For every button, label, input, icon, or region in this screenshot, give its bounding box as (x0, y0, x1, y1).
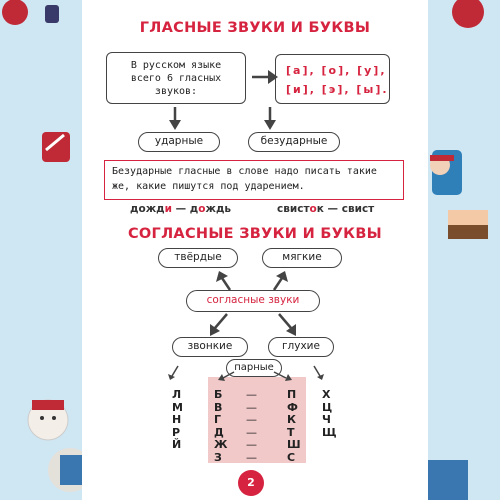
arrow-right-icon (252, 70, 278, 84)
intro-line-2: всего 6 гласных (130, 73, 222, 84)
vowel-list-box: [а], [о], [у], [и], [э], [ы]. (275, 54, 390, 104)
hard-label: твёрдые (158, 248, 238, 268)
rule-line-1: Безударные гласные в слове надо писать т… (112, 166, 377, 177)
arrows-down-icon (169, 107, 276, 130)
rule-line-2: же, какие пишутся под ударением. (112, 181, 305, 192)
soft-label: мягкие (262, 248, 342, 268)
paired-label: парные (226, 359, 282, 377)
voiceless-unpaired-column: Х Ц Ч Щ (322, 388, 337, 439)
voiced-label: звонкие (172, 337, 248, 357)
vowels-row-2: [и], [э], [ы]. (286, 83, 389, 96)
arrows-down-split-icon (210, 313, 296, 336)
vowel-count-box: В русском языке всего 6 гласных звуков: (106, 52, 246, 104)
voiced-unpaired-column: Л М Н Р Й (172, 388, 183, 452)
winter-decoration-right (428, 0, 488, 500)
unstressed-label: безударные (248, 132, 340, 152)
vowels-row-1: [а], [о], [у], (286, 64, 387, 77)
winter-decoration-left (2, 0, 82, 492)
example-rain: дожди — дождь (130, 203, 232, 215)
stressed-label: ударные (138, 132, 220, 152)
page-number: 2 (238, 470, 264, 496)
spelling-rule-box: Безударные гласные в слове надо писать т… (104, 160, 404, 200)
voiced-paired-column: Б В Г Д Ж З (214, 388, 228, 464)
paired-letters-panel (208, 377, 306, 463)
voiceless-paired-column: П Ф К Т Ш С (287, 388, 301, 464)
pair-dashes-column: — — — — — — (246, 388, 257, 464)
voiceless-label: глухие (268, 337, 334, 357)
intro-line-1: В русском языке (130, 60, 222, 71)
example-whistle: свисток — свист (277, 203, 375, 215)
textbook-page: ГЛАСНЫЕ ЗВУКИ И БУКВЫ В русском языке вс… (82, 0, 428, 500)
intro-line-3: звуков: (154, 86, 198, 97)
consonants-title: СОГЛАСНЫЕ ЗВУКИ И БУКВЫ (127, 226, 383, 242)
arrows-up-icon (216, 271, 288, 291)
vowels-title: ГЛАСНЫЕ ЗВУКИ И БУКВЫ (139, 20, 371, 36)
consonant-sounds-label: согласные звуки (186, 290, 320, 312)
column-arrows-icon (168, 365, 324, 381)
